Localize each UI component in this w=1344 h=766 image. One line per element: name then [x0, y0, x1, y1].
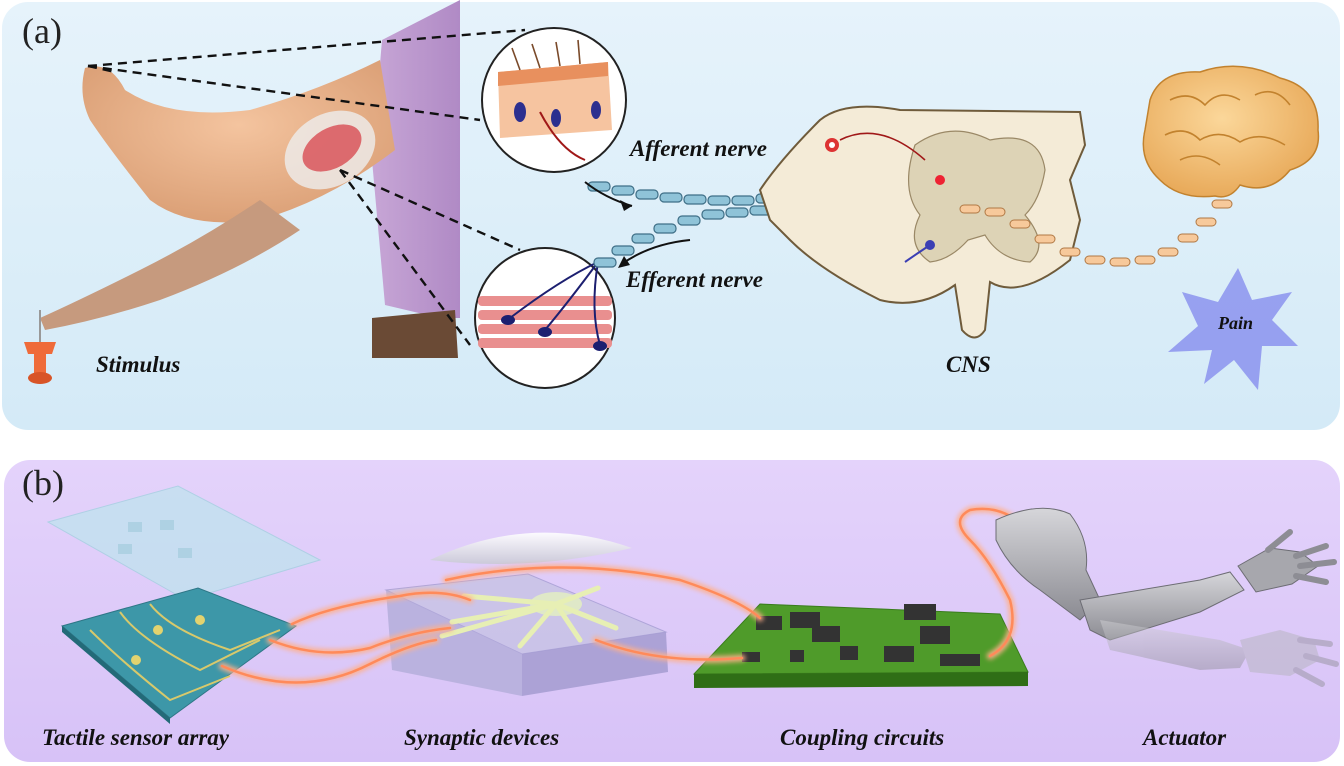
- pain-star-icon: [1168, 268, 1298, 390]
- panel-b-label: (b): [22, 463, 64, 503]
- ascending-tract: [959, 199, 1233, 267]
- coupling-circuit-board: [692, 603, 1029, 688]
- pin-icon: [24, 310, 56, 384]
- skin-receptor-inset: [481, 27, 627, 173]
- synaptic-devices-label: Synaptic devices: [404, 725, 560, 750]
- panel-a-label: (a): [22, 11, 62, 51]
- robotic-arm-icon: [995, 507, 1339, 687]
- brain-icon: [1142, 65, 1320, 198]
- pain-label: Pain: [1218, 313, 1254, 333]
- tactile-top-film: [46, 485, 322, 601]
- afferent-nerve-label: Afferent nerve: [630, 136, 767, 161]
- coupling-circuits-label: Coupling circuits: [780, 725, 945, 750]
- muscle-inset: [474, 247, 616, 389]
- efferent-nerve-label: Efferent nerve: [626, 267, 763, 292]
- afferent-arrow: [584, 181, 633, 211]
- tactile-sensor-board: [60, 587, 298, 724]
- zoom-dashed-lines: [87, 28, 526, 346]
- cns-label: CNS: [946, 352, 991, 377]
- efferent-arrow: [618, 239, 691, 268]
- person-figure: [40, 0, 460, 358]
- spinal-cord-cross-section: [758, 105, 1087, 339]
- tactile-sensor-array-label: Tactile sensor array: [42, 725, 229, 750]
- synaptic-dome: [430, 532, 632, 564]
- actuator-label: Actuator: [1143, 725, 1227, 750]
- stimulus-label: Stimulus: [96, 352, 181, 377]
- connection-wires: [218, 505, 1016, 686]
